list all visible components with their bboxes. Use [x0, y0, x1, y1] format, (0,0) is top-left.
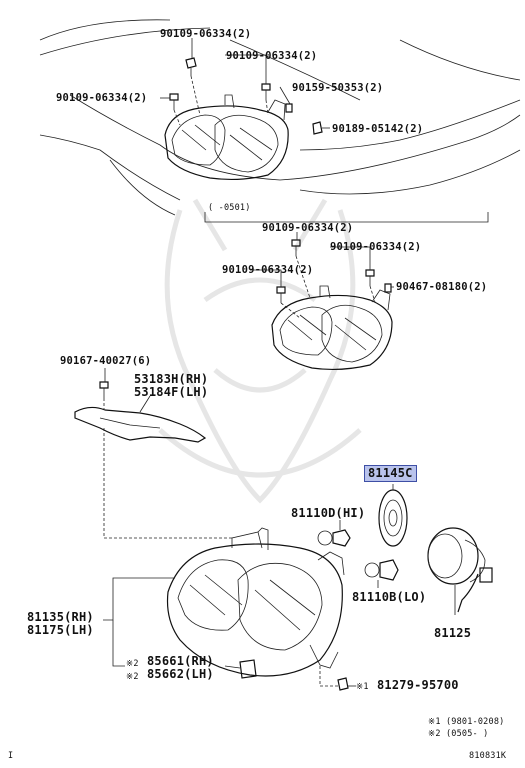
part-label-bolt-top2[interactable]: 90109-06334(2)	[226, 50, 318, 62]
part-label-socket[interactable]: 81125	[434, 626, 472, 640]
footnote-2: ※2 (0505- )	[428, 729, 489, 739]
part-label-bulb-hi[interactable]: 81110D(HI)	[291, 506, 366, 520]
car-body-outline	[39, 19, 521, 216]
part-label-bolt-mid1[interactable]: 90109-06334(2)	[262, 222, 354, 234]
part-label-bracket-rh[interactable]: 53183H(RH)	[134, 372, 209, 386]
range-label: ( -0501)	[208, 203, 251, 213]
part-label-bracket-lh[interactable]: 53184F(LH)	[134, 385, 209, 399]
part-label-bolt-left[interactable]: 90109-06334(2)	[56, 92, 148, 104]
diagram-id: 810831K	[469, 751, 507, 761]
bulbs-and-socket	[317, 489, 493, 613]
part-label-nut-mid[interactable]: 90467-08180(2)	[396, 281, 488, 293]
part-label-lamp-lh[interactable]: 81175(LH)	[27, 623, 94, 637]
part-label-leveler-lh[interactable]: 85662(LH)	[147, 667, 214, 681]
part-label-bolt-mid2[interactable]: 90109-06334(2)	[330, 241, 422, 253]
part-label-bolt-mid3[interactable]: 90109-06334(2)	[222, 264, 314, 276]
middle-headlamp	[271, 285, 393, 371]
part-label-clip-top[interactable]: 90189-05142(2)	[332, 123, 424, 135]
page-mark: I	[8, 751, 14, 761]
mark-leveler-rh: ※2	[126, 659, 139, 669]
part-label-lamp-rh[interactable]: 81135(RH)	[27, 610, 94, 624]
mark-leveler-lh: ※2	[126, 672, 139, 682]
part-label-bolt-top[interactable]: 90109-06334(2)	[160, 28, 252, 40]
upper-headlamp	[164, 94, 289, 181]
part-label-bolt-bracket[interactable]: 90167-40027(6)	[60, 355, 152, 367]
main-headlamp	[166, 527, 345, 677]
footnote-1: ※1 (9801-0208)	[428, 717, 505, 727]
part-label-screw-bottom[interactable]: 81279-95700	[377, 678, 459, 692]
part-label-bulb-lo[interactable]: 81110B(LO)	[352, 590, 427, 604]
mark-screw-bottom: ※1	[356, 682, 369, 692]
leader-lines	[103, 38, 489, 687]
part-label-cap-highlighted[interactable]: 81145C	[364, 465, 417, 482]
part-label-leveler-rh[interactable]: 85661(RH)	[147, 654, 214, 668]
part-label-screw-top[interactable]: 90159-50353(2)	[292, 82, 384, 94]
bracket-plate	[74, 406, 207, 443]
